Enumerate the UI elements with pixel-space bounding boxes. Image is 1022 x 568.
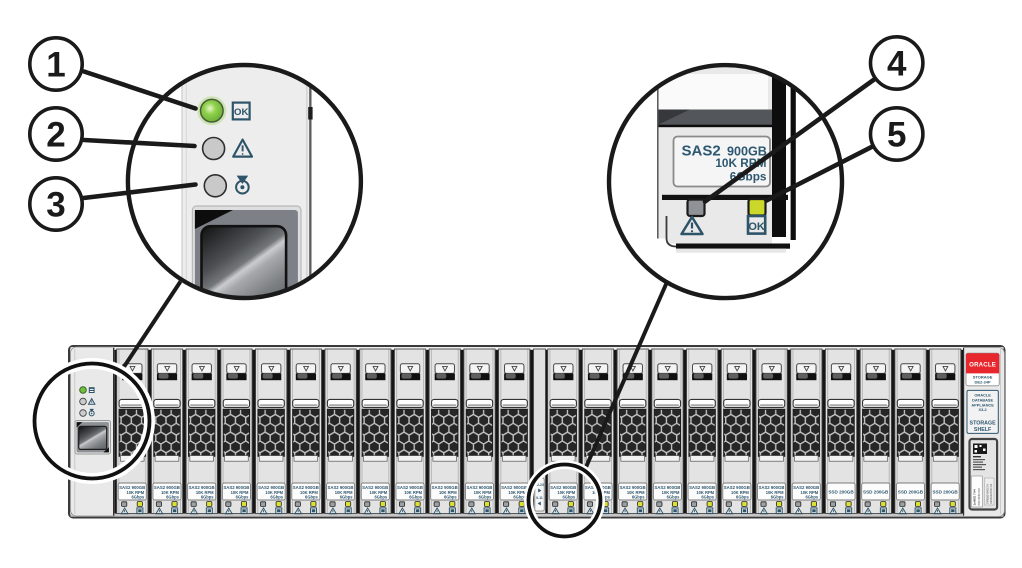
svg-text:10K RPM: 10K RPM: [161, 490, 179, 495]
svg-text:SAS2 900GB: SAS2 900GB: [258, 485, 284, 490]
svg-text:6Gbps: 6Gbps: [270, 494, 283, 499]
svg-text:10K RPM: 10K RPM: [696, 490, 714, 495]
svg-text:10K RPM: 10K RPM: [731, 490, 749, 495]
svg-text:SAS2 900GB: SAS2 900GB: [550, 485, 576, 490]
svg-text:10K RPM: 10K RPM: [265, 490, 283, 495]
svg-text:6Gbps: 6Gbps: [736, 494, 749, 499]
svg-text:10K RPM: 10K RPM: [335, 490, 353, 495]
svg-text:6Gbps: 6Gbps: [305, 494, 318, 499]
svg-text:DE2-24P: DE2-24P: [974, 379, 991, 384]
svg-text:SAS2 900GB: SAS2 900GB: [689, 485, 715, 490]
svg-text:SAS2 900GB: SAS2 900GB: [119, 485, 145, 490]
svg-text:6Gbps: 6Gbps: [166, 494, 179, 499]
svg-text:10K RPM: 10K RPM: [126, 490, 144, 495]
svg-text:808 08080 818: 808 08080 818: [977, 488, 981, 506]
svg-text:4: 4: [887, 45, 907, 84]
svg-text:10K RPM: 10K RPM: [557, 490, 575, 495]
svg-text:SAS2 900GB: SAS2 900GB: [620, 485, 646, 490]
svg-text:6Gbps: 6Gbps: [409, 494, 422, 499]
svg-text:SAS2 900GB: SAS2 900GB: [189, 485, 215, 490]
svg-text:SAS2 900GB: SAS2 900GB: [724, 485, 750, 490]
svg-text:900GB: 900GB: [727, 145, 767, 159]
svg-text:7048359 MADE IN: 7048359 MADE IN: [987, 484, 990, 504]
svg-text:6Gbps: 6Gbps: [131, 494, 144, 499]
svg-text:1: 1: [46, 46, 65, 85]
svg-text:6Gbps: 6Gbps: [805, 494, 818, 499]
svg-text:6Gbps: 6Gbps: [513, 494, 526, 499]
svg-text:SSD 200GB: SSD 200GB: [828, 490, 854, 495]
svg-text:6Gbps: 6Gbps: [632, 494, 645, 499]
svg-text:6Gbps: 6Gbps: [479, 494, 492, 499]
svg-text:STORAGE: STORAGE: [970, 421, 997, 427]
svg-text:6Gbps: 6Gbps: [701, 494, 714, 499]
svg-text:SAS2 900GB: SAS2 900GB: [397, 485, 423, 490]
svg-text:6Gbps: 6Gbps: [236, 494, 249, 499]
svg-text:10K RPM: 10K RPM: [404, 490, 422, 495]
svg-text:6Gbps: 6Gbps: [444, 494, 457, 499]
svg-text:10K RPM: 10K RPM: [800, 490, 818, 495]
svg-text:10K RPM: 10K RPM: [231, 490, 249, 495]
svg-text:12-23: 12-23: [535, 483, 544, 487]
svg-text:6Gbps: 6Gbps: [771, 494, 784, 499]
svg-text:SAS2 900GB: SAS2 900GB: [501, 485, 527, 490]
svg-text:6Gbps: 6Gbps: [562, 494, 575, 499]
svg-text:6Gbps: 6Gbps: [374, 494, 387, 499]
svg-text:ORACLE: ORACLE: [969, 362, 996, 369]
svg-text:SHELF: SHELF: [974, 427, 992, 433]
svg-text:SAS2 900GB: SAS2 900GB: [293, 485, 319, 490]
svg-text:3: 3: [46, 186, 65, 225]
svg-text:10K RPM: 10K RPM: [627, 490, 645, 495]
svg-text:SSD 200GB: SSD 200GB: [932, 490, 958, 495]
svg-text:SSD 200GB: SSD 200GB: [898, 490, 924, 495]
svg-text:SAS2 900GB: SAS2 900GB: [466, 485, 492, 490]
svg-text:SAS2 900GB: SAS2 900GB: [362, 485, 388, 490]
svg-text:2: 2: [46, 116, 65, 155]
svg-text:APPLIANCE: APPLIANCE: [971, 402, 994, 407]
svg-text:DESIGNATION US: DESIGNATION US: [990, 483, 993, 504]
svg-text:SAS2 900GB: SAS2 900GB: [654, 485, 680, 490]
svg-text:SAS2 900GB: SAS2 900GB: [154, 485, 180, 490]
svg-text:SAS2 900GB: SAS2 900GB: [327, 485, 353, 490]
svg-text:STORAGE: STORAGE: [973, 375, 993, 380]
svg-text:SAS2: SAS2: [682, 143, 721, 160]
svg-text:6Gbps: 6Gbps: [340, 494, 353, 499]
svg-text:10K RPM: 10K RPM: [369, 490, 387, 495]
svg-text:10K RPM: 10K RPM: [662, 490, 680, 495]
svg-text:SAS2 900GB: SAS2 900GB: [793, 485, 819, 490]
svg-text:10K RPM: 10K RPM: [196, 490, 214, 495]
svg-text:SAS2 900GB: SAS2 900GB: [758, 485, 784, 490]
svg-text:ORACLE: ORACLE: [974, 393, 991, 398]
svg-text:10K RPM: 10K RPM: [508, 490, 526, 495]
svg-text:SAS2 900GB: SAS2 900GB: [223, 485, 249, 490]
svg-text:SAS2 900GB: SAS2 900GB: [432, 485, 458, 490]
svg-text:OK: OK: [748, 221, 765, 233]
svg-text:10K RPM: 10K RPM: [474, 490, 492, 495]
svg-text:DATABASE: DATABASE: [972, 397, 993, 402]
svg-text:10K RPM: 10K RPM: [439, 490, 457, 495]
svg-text:6Gbps: 6Gbps: [730, 170, 767, 184]
svg-text:6Gbps: 6Gbps: [667, 494, 680, 499]
svg-text:X3-2: X3-2: [978, 407, 987, 412]
svg-text:10K RPM: 10K RPM: [300, 490, 318, 495]
svg-text:6Gbps: 6Gbps: [201, 494, 214, 499]
svg-text:5: 5: [887, 116, 906, 155]
svg-text:0-11: 0-11: [536, 496, 543, 500]
svg-text:OK: OK: [234, 107, 248, 118]
svg-text:10K RPM: 10K RPM: [766, 490, 784, 495]
svg-text:SSD 200GB: SSD 200GB: [863, 490, 889, 495]
svg-text:1xHDD 7A4: 1xHDD 7A4: [973, 489, 977, 506]
